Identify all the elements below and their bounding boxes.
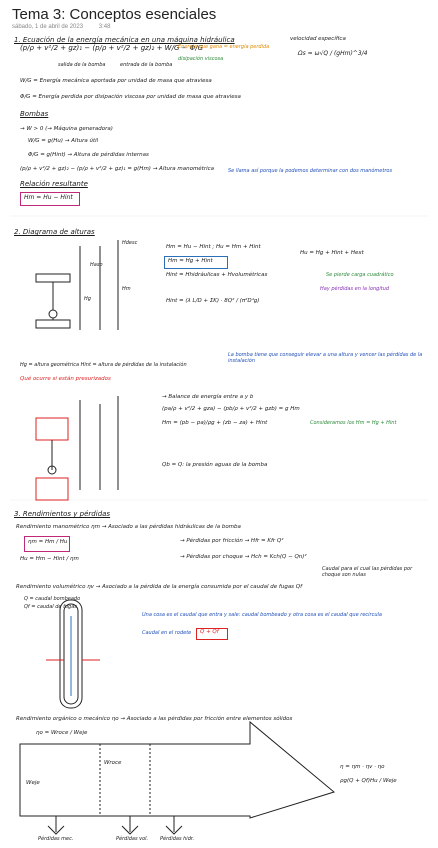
balance-heading: → Balance de energía entre a y b	[162, 394, 254, 400]
s2-eq2: Hint = Hhidráulicas + Hvolumétricas	[166, 272, 268, 278]
bombas-line4: (p/ρ + v²/2 + gz)₂ − (p/ρ + v²/2 + gz)₁ …	[20, 166, 215, 172]
bombas-line1: → W > 0 (→ Máquina generadora)	[20, 126, 113, 132]
disipacion-note: disipación viscosa	[178, 56, 224, 62]
page-date: sábado, 1 de abril de 2023	[12, 24, 84, 30]
arrow-label-wroce: Wroce	[104, 760, 122, 766]
balance-eq1: (pa/ρ + v²/2 + gza) − (pb/ρ + v²/2 + gzb…	[162, 406, 300, 412]
pump-schematic	[46, 599, 100, 709]
section3-heading: 3. Rendimientos y pérdidas	[14, 510, 111, 518]
s2-eq1: Hm = Hu − Hint ; Hu = Hm + Hint	[166, 244, 261, 250]
relacion-heading: Relación resultante	[20, 180, 88, 188]
s2-eq-box: Hm = Hg + Hint	[168, 258, 213, 264]
bombas-heading: Bombas	[20, 110, 49, 118]
bombas-note: Se llama así porque la podemos determina…	[228, 168, 393, 174]
salida-label: salida de la bomba	[58, 62, 106, 68]
section1-heading: 1. Ecuación de la energía mecánica en un…	[14, 36, 235, 44]
balance-green: Consideramos los Hm = Hg + Hint	[310, 420, 397, 426]
rend-man-formula: ηm = Hm / Hu	[28, 539, 68, 545]
energia-note: Energía que gana = energía perdida	[178, 44, 270, 50]
rend-org: Rendimiento orgánico o mecánico ηo → Aso…	[16, 716, 293, 722]
balance-note: Qb = Q: la presión aguas de la bomba	[162, 462, 268, 468]
caudal-note: Caudal para el cual las pérdidas por cho…	[322, 566, 413, 578]
energy-arrow	[19, 720, 336, 835]
label-hg: Hg	[84, 296, 91, 302]
eq-box	[164, 256, 228, 269]
label-hasp: Hasp	[90, 262, 103, 268]
tank-diagram-1	[35, 240, 119, 330]
rend-man-box	[24, 536, 70, 552]
note-red: Qué ocurre si están presurizados	[20, 376, 111, 382]
perdidas-choque: → Pérdidas por choque → Hch = Kch(Q − Qn…	[180, 554, 307, 560]
hg-definition: Hg = altura geométrica Hint = altura de …	[20, 362, 187, 368]
perdidas-hidr: Pérdidas hidr.	[160, 836, 195, 842]
page-title: Tema 3: Conceptos esenciales	[12, 6, 217, 23]
s2-eq-brace: Hu = Hg + Hint + Hext	[300, 250, 364, 256]
velocidad-label: velocidad específica	[290, 36, 346, 42]
velocidad-formula: Ωs = ω√Q / (gHm)^3/4	[298, 50, 368, 57]
perdidas-vol: Pérdidas vol.	[116, 836, 149, 842]
arrow-label-weje: Weje	[26, 780, 40, 786]
caudal-formula: Q + Qf	[200, 629, 219, 635]
caudal-rodete: Caudal en el rodete	[142, 630, 192, 636]
rend-man-eq: Hu = Hm − Hint / ηm	[20, 556, 79, 562]
caudal-box	[196, 628, 228, 640]
note-blue: La bomba tiene que conseguir elevar a un…	[228, 352, 423, 364]
entrada-label: entrada de la bomba	[120, 62, 173, 68]
rend-man: Rendimiento manométrico ηm → Asociado a …	[16, 524, 241, 530]
s2-eq3: Hint = (λ L/D + ΣK) · 8Q² / (π²D⁴g)	[166, 298, 260, 304]
bombas-line3: Φ/G = g(Hint) → Altura de pérdidas inter…	[28, 152, 149, 158]
note-vol: Una cosa es el caudal que entra y sale: …	[142, 612, 382, 618]
line-w: W/G = Energía mecánica aportada por unid…	[20, 78, 212, 84]
energy-equation: (p/ρ + v²/2 + gz)₁ − (p/ρ + v²/2 + gz)₂ …	[20, 44, 203, 52]
rend-org-formula: ηo = Wroce / Weje	[36, 730, 88, 736]
eta-total: η = ηm · ηv · ηo	[340, 764, 385, 770]
q-bombeado: Q = caudal bombeado	[24, 596, 81, 602]
page-time: 3:48	[98, 24, 111, 30]
relacion-box	[20, 192, 80, 206]
q-fugas: Qf = caudal de fugas	[24, 604, 77, 610]
bombas-line2: W/G = g(Hu) → Altura útil	[28, 138, 99, 144]
relacion-formula: Hm = Hu − Hint	[24, 194, 73, 201]
note-long: Hay pérdidas en la longitud	[320, 286, 390, 292]
label-hdesc: Hdesc	[122, 240, 138, 246]
note-cuadrat: Se pierde carga cuadrático	[326, 272, 394, 278]
perdidas-mec: Pérdidas mec.	[38, 836, 74, 842]
rend-vol: Rendimiento volumétrico ηv → Asociado a …	[16, 584, 303, 590]
perdidas-friccion: → Pérdidas por fricción → Hfr = Kfr Q²	[180, 538, 284, 544]
page-meta: sábado, 1 de abril de 2023 3:48	[12, 24, 124, 30]
eta-expr: ρg(Q + Qf)Hu / Weje	[340, 778, 397, 784]
tank-diagram-2	[35, 396, 119, 501]
balance-eq2: Hm = (pb − pa)/ρg + (zb − za) + Hint	[162, 420, 268, 426]
label-hm: Hm	[122, 286, 131, 292]
section2-heading: 2. Diagrama de alturas	[14, 228, 95, 236]
line-phi: Φ/G = Energía perdida por disipación vis…	[20, 94, 241, 100]
